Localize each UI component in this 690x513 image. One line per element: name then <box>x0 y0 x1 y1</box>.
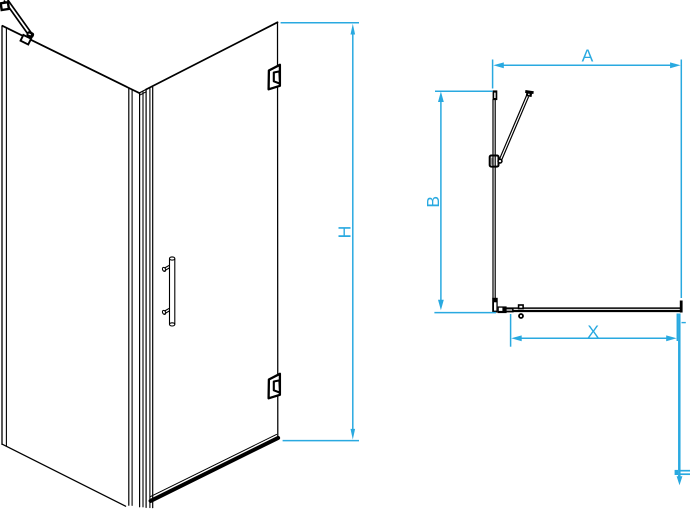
svg-text:A: A <box>582 46 594 66</box>
svg-text:H: H <box>335 226 355 239</box>
svg-text:B: B <box>423 196 443 208</box>
svg-text:X: X <box>587 322 599 342</box>
